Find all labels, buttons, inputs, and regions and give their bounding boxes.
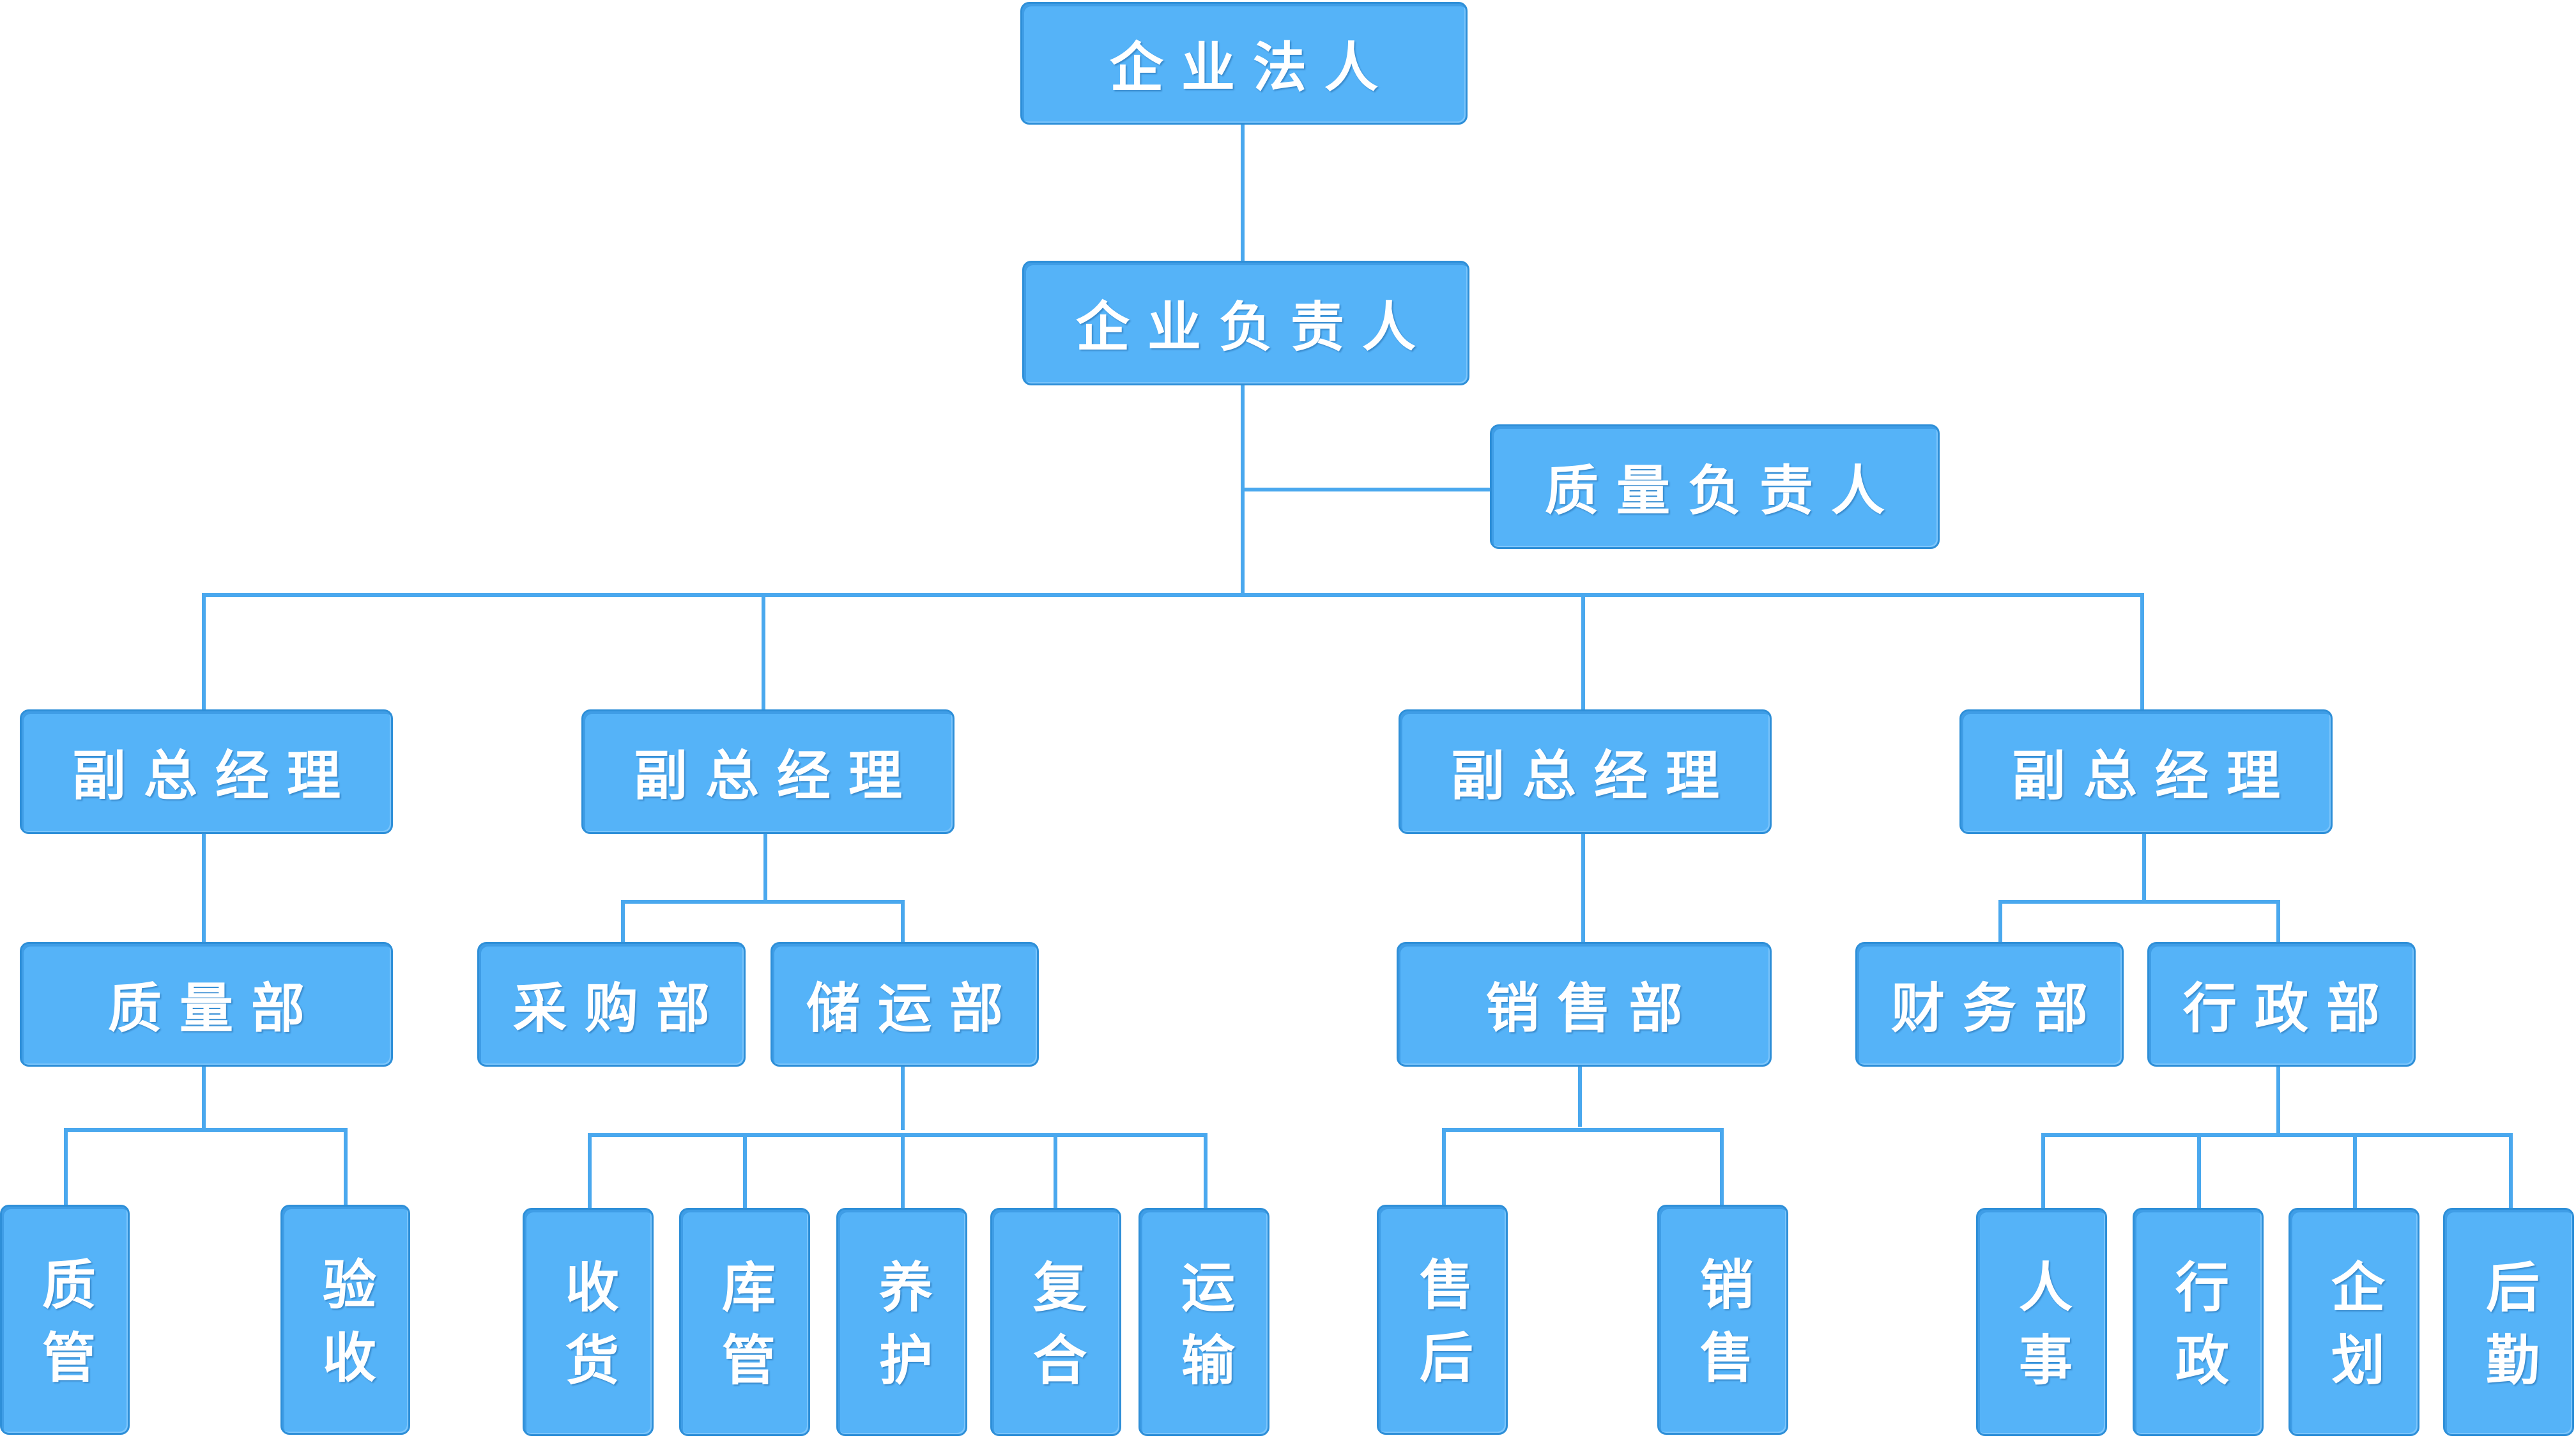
node-purchase-dept: 采购部 — [477, 942, 746, 1067]
connector-line — [588, 1133, 1208, 1137]
node-hr: 人事 — [1976, 1208, 2107, 1436]
connector-line — [202, 593, 2144, 597]
node-sales-dept: 销售部 — [1397, 942, 1772, 1067]
node-qc: 质管 — [0, 1205, 130, 1435]
connector-line — [1243, 488, 1492, 491]
node-storage-dept: 储运部 — [770, 942, 1039, 1067]
connector-line — [202, 833, 206, 943]
node-warehouse: 库管 — [679, 1208, 810, 1436]
connector-line — [621, 902, 625, 943]
connector-line — [1442, 1130, 1446, 1205]
connector-line — [2276, 902, 2280, 943]
node-maintenance: 养护 — [836, 1208, 967, 1436]
node-vice-gm-2: 副总经理 — [581, 709, 954, 834]
connector-line — [621, 900, 905, 904]
node-enterprise-head: 企业负责人 — [1022, 261, 1469, 385]
connector-line — [1204, 1135, 1208, 1209]
connector-line — [2041, 1135, 2045, 1209]
connector-line — [2140, 595, 2144, 711]
connector-line — [64, 1128, 348, 1132]
node-inspection: 验收 — [280, 1205, 410, 1435]
node-receiving: 收货 — [523, 1208, 654, 1436]
connector-line — [588, 1135, 592, 1209]
connector-line — [743, 1135, 747, 1209]
node-legal-person: 企业法人 — [1020, 2, 1468, 125]
connector-line — [2276, 1066, 2280, 1133]
connector-line — [763, 833, 767, 902]
connector-line — [1442, 1128, 1724, 1132]
connector-line — [1578, 1066, 1582, 1127]
connector-line — [1998, 900, 2280, 904]
connector-line — [1581, 595, 1585, 711]
connector-line — [1241, 125, 1245, 262]
connector-line — [762, 595, 765, 711]
connector-line — [1720, 1130, 1724, 1205]
node-logistics: 后勤 — [2443, 1208, 2574, 1436]
node-vice-gm-1: 副总经理 — [20, 709, 393, 834]
node-finance-dept: 财务部 — [1855, 942, 2124, 1067]
connector-line — [1054, 1135, 1057, 1209]
connector-line — [2041, 1133, 2513, 1137]
connector-line — [901, 1066, 905, 1130]
connector-line — [202, 1066, 206, 1130]
connector-line — [2197, 1135, 2201, 1209]
connector-line — [2509, 1135, 2513, 1209]
connector-line — [901, 1135, 905, 1209]
node-after-sales: 售后 — [1377, 1205, 1508, 1435]
connector-line — [1998, 902, 2002, 943]
connector-line — [901, 902, 905, 943]
node-admin-dept: 行政部 — [2147, 942, 2416, 1067]
connector-line — [202, 595, 206, 711]
connector-line — [344, 1130, 348, 1205]
node-transport: 运输 — [1138, 1208, 1269, 1436]
connector-line — [2142, 833, 2146, 902]
node-quality-head: 质量负责人 — [1490, 424, 1940, 549]
connector-line — [64, 1130, 68, 1205]
connector-line — [1581, 833, 1585, 943]
node-vice-gm-3: 副总经理 — [1399, 709, 1772, 834]
node-planning: 企划 — [2288, 1208, 2419, 1436]
connector-line — [2353, 1135, 2357, 1209]
node-administration: 行政 — [2133, 1208, 2264, 1436]
node-recheck: 复合 — [990, 1208, 1121, 1436]
node-sales: 销售 — [1657, 1205, 1788, 1435]
node-quality-dept: 质量部 — [20, 942, 393, 1067]
node-vice-gm-4: 副总经理 — [1959, 709, 2333, 834]
